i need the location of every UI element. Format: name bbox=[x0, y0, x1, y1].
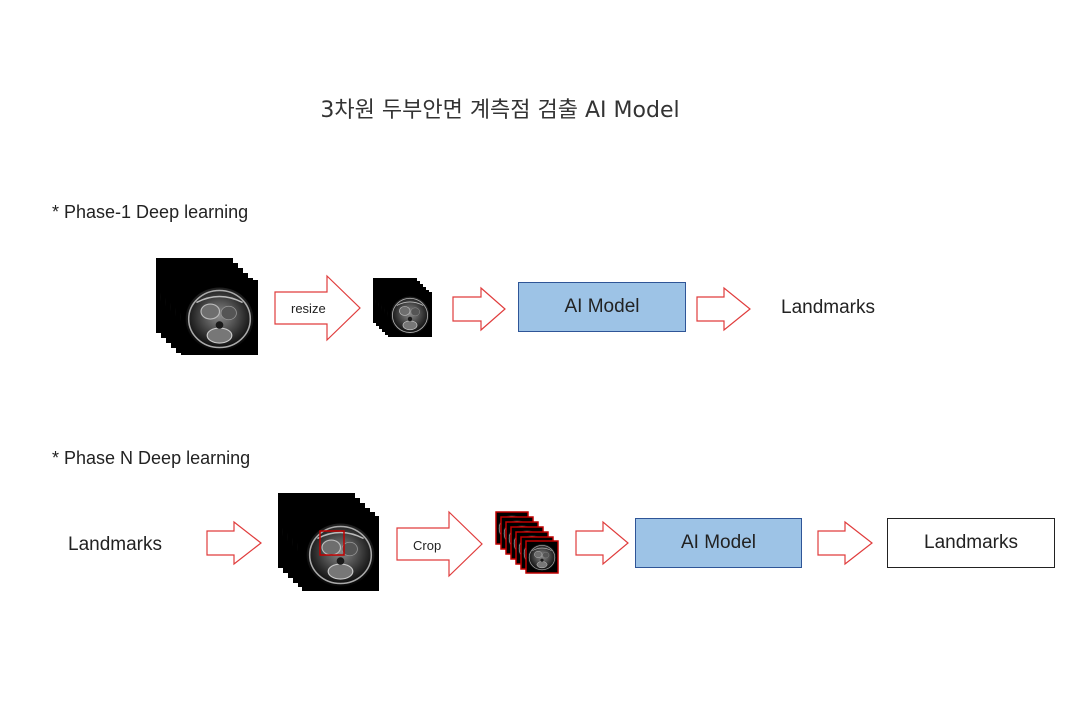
roi-box bbox=[319, 530, 345, 556]
page-title: 3차원 두부안면 계측점 검출 AI Model bbox=[320, 98, 680, 123]
arrow-to-landmarks-1 bbox=[696, 286, 751, 332]
phase1-ai-model-box: AI Model bbox=[518, 282, 686, 332]
phase1-ai-model-label: AI Model bbox=[564, 296, 640, 317]
arrow-from-landmarks-n bbox=[206, 520, 262, 566]
crop-arrow bbox=[396, 510, 483, 578]
phaseN-output-label: Landmarks bbox=[924, 532, 1018, 553]
resize-arrow bbox=[274, 274, 361, 342]
arrow-to-model-1 bbox=[452, 286, 506, 332]
phaseN-ai-model-box: AI Model bbox=[635, 518, 802, 568]
arrow-to-model-n bbox=[575, 520, 629, 566]
phaseN-crop-stack bbox=[495, 511, 559, 574]
phase1-ct-stack-small bbox=[372, 277, 433, 338]
phaseN-ai-model-label: AI Model bbox=[681, 532, 756, 553]
crop-label: Crop bbox=[413, 538, 442, 553]
phase-n-heading: * Phase N Deep learning bbox=[52, 448, 251, 468]
resize-label: resize bbox=[291, 301, 326, 316]
phaseN-input-label: Landmarks bbox=[68, 534, 162, 555]
phaseN-output-box: Landmarks bbox=[887, 518, 1055, 568]
phaseN-ct-stack-large bbox=[277, 492, 380, 592]
arrow-to-landmarks-n bbox=[817, 520, 873, 566]
phase1-output-label: Landmarks bbox=[781, 297, 875, 318]
phase1-ct-stack-large bbox=[155, 257, 259, 356]
phase-1-heading: * Phase-1 Deep learning bbox=[52, 202, 249, 222]
